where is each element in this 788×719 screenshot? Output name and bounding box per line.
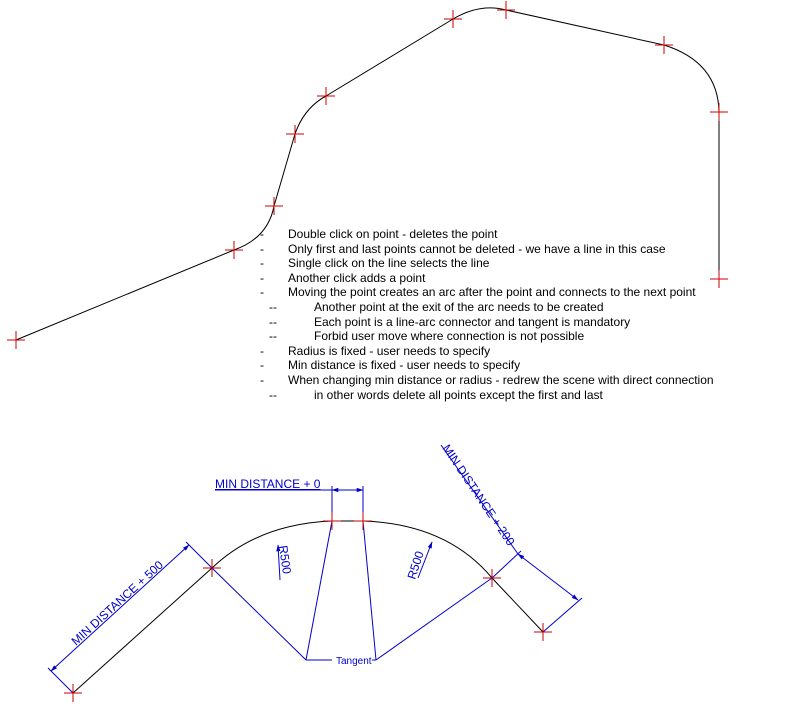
top-polyline-path[interactable]	[15, 7, 720, 341]
instructions-list: - Double click on point - deletes the poi…	[260, 227, 714, 402]
label-tangent: Tangent	[336, 656, 372, 667]
bottom-diagram-points	[64, 512, 552, 702]
note-text: Each point is a line-arc connector and t…	[314, 314, 631, 329]
path-point-marker[interactable]	[286, 125, 304, 143]
label-radius-left: R500	[276, 544, 294, 575]
bottom-geometry	[72, 520, 544, 694]
left-arc	[211, 520, 333, 569]
bullet-marker: --	[269, 314, 277, 329]
diagram-point-marker[interactable]	[64, 684, 82, 702]
dim-min-distance-200	[440, 444, 583, 633]
note-item: - Another click adds a point	[260, 271, 714, 286]
diagram-point-marker[interactable]	[203, 559, 221, 577]
right-arc	[362, 520, 493, 579]
note-text: in other words delete all points except …	[314, 387, 603, 402]
sub-note-item: -- Forbid user move where connection is n…	[260, 329, 714, 344]
diagram-point-marker[interactable]	[323, 512, 341, 530]
radius-left-leader	[276, 544, 281, 581]
label-min-distance-200: MIN DISTANCE + 200	[440, 442, 518, 549]
diagram-point-marker[interactable]	[354, 512, 372, 530]
bullet-marker: -	[260, 343, 264, 358]
dim-min-distance-0	[215, 486, 364, 521]
bullet-marker: --	[269, 387, 277, 402]
note-item: - Single click on the line selects the li…	[260, 256, 714, 271]
bullet-marker: -	[260, 358, 264, 373]
path-point-marker[interactable]	[225, 241, 243, 259]
path-point-marker[interactable]	[655, 36, 673, 54]
top-path-points	[7, 1, 728, 349]
construction-lines	[211, 520, 493, 661]
note-text: Forbid user move where connection is not…	[314, 329, 585, 344]
note-text: Another point at the exit of the arc nee…	[314, 299, 604, 314]
note-text: Another click adds a point	[288, 270, 426, 285]
radius-right-leader	[417, 541, 433, 579]
bullet-marker: -	[260, 285, 264, 300]
sub-note-item: -- in other words delete all points excep…	[260, 388, 714, 403]
label-min-distance-500: MIN DISTANCE + 500	[69, 558, 167, 649]
note-text: Radius is fixed - user needs to specify	[288, 343, 491, 358]
path-point-marker[interactable]	[497, 1, 515, 19]
note-text: When changing min distance or radius - r…	[288, 372, 714, 387]
sub-note-item: -- Each point is a line-arc connector and…	[260, 315, 714, 330]
exit-line	[491, 577, 544, 633]
note-text: Single click on the line selects the lin…	[288, 256, 490, 271]
bullet-marker: -	[260, 372, 264, 387]
path-point-marker[interactable]	[710, 270, 728, 288]
note-item: - When changing min distance or radius - …	[260, 373, 714, 388]
bullet-marker: --	[269, 329, 277, 344]
bullet-marker: -	[260, 270, 264, 285]
label-min-distance-0: MIN DISTANCE + 0	[215, 477, 321, 491]
note-item: - Radius is fixed - user needs to specify	[260, 344, 714, 359]
diagram-point-marker[interactable]	[534, 623, 552, 641]
bullet-marker: -	[260, 227, 264, 241]
dim-min-distance-500	[47, 541, 213, 694]
note-text: Only first and last points cannot be del…	[288, 241, 666, 256]
diagram-point-marker[interactable]	[483, 569, 501, 587]
note-item: - Double click on point - deletes the poi…	[260, 227, 714, 242]
path-point-marker[interactable]	[444, 10, 462, 28]
note-text: Moving the point creates an arc after th…	[288, 285, 696, 300]
note-text: Double click on point - deletes the poin…	[288, 227, 498, 241]
path-point-marker[interactable]	[7, 331, 25, 349]
note-item: - Moving the point creates an arc after t…	[260, 285, 714, 300]
path-point-marker[interactable]	[265, 197, 283, 215]
note-item: - Only first and last points cannot be de…	[260, 242, 714, 257]
note-item: - Min distance is fixed - user needs to s…	[260, 358, 714, 373]
bullet-marker: -	[260, 241, 264, 256]
sub-note-item: -- Another point at the exit of the arc n…	[260, 300, 714, 315]
bullet-marker: -	[260, 256, 264, 271]
note-text: Min distance is fixed - user needs to sp…	[288, 358, 521, 373]
path-point-marker[interactable]	[317, 87, 335, 105]
path-point-marker[interactable]	[710, 103, 728, 121]
bullet-marker: --	[269, 299, 277, 314]
